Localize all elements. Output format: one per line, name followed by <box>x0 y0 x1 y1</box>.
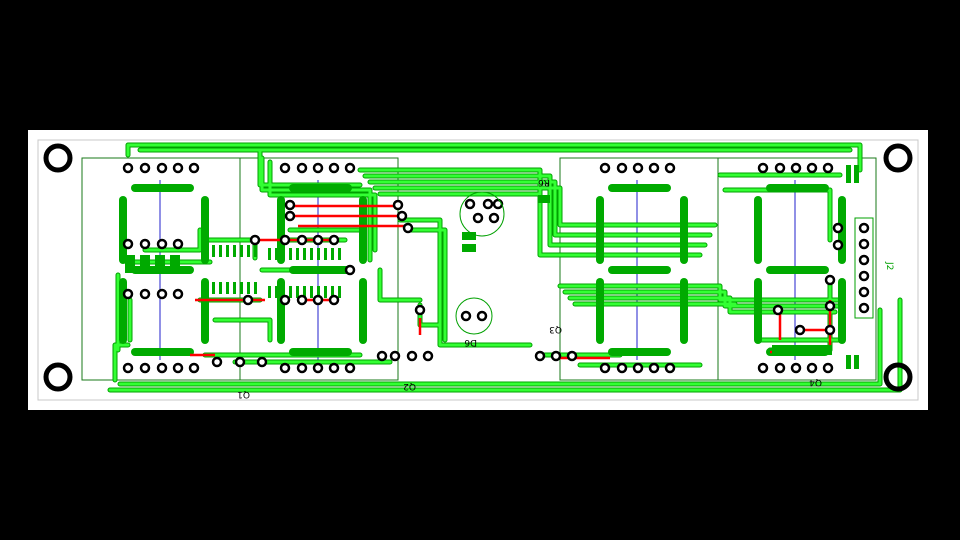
label-q1: Q1 <box>237 389 250 399</box>
label-q4: Q4 <box>809 377 822 387</box>
d6-outline <box>455 297 493 335</box>
led-outline <box>459 191 505 237</box>
mounting-hole-icon <box>43 143 913 392</box>
label-j2: J2 <box>884 261 894 270</box>
board-outline <box>37 139 919 401</box>
label-d6: D6 <box>464 337 477 347</box>
j2-outline <box>854 217 874 319</box>
label-q3: Q3 <box>549 324 562 334</box>
display-outlines <box>81 157 877 381</box>
display-outline-4 <box>717 157 877 381</box>
label-r6: R6 <box>538 177 550 187</box>
label-q2: Q2 <box>403 381 416 391</box>
ic-pin-rows <box>125 165 859 369</box>
pad-icon <box>122 162 870 374</box>
display-outline-2 <box>239 157 399 381</box>
